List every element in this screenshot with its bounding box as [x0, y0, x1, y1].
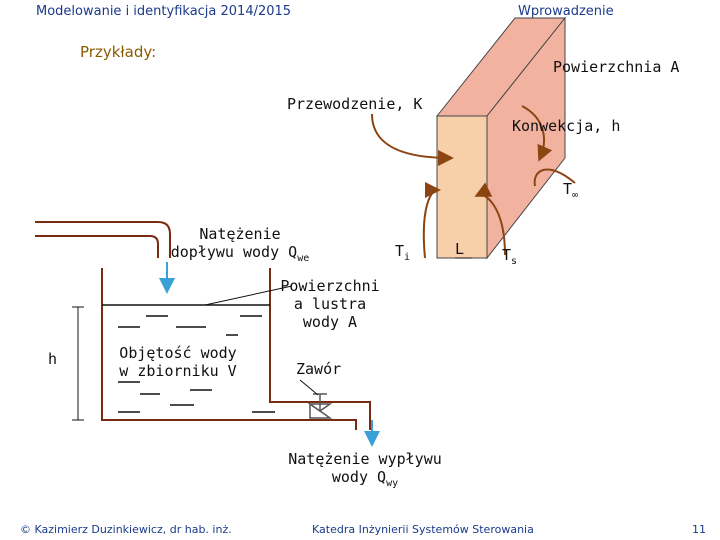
convection-label: Konwekcja, h — [512, 117, 621, 135]
volume-label: Objętość wody w zbiorniku V — [119, 344, 237, 380]
ts-label: Ts — [502, 246, 518, 267]
slide-title: Przykłady: — [80, 43, 157, 61]
inflow-label: Natężenie dopływu wody Qwe — [170, 225, 310, 264]
inflow-pipe — [35, 221, 171, 258]
header-section: Wprowadzenie — [518, 4, 614, 19]
ts-arrow — [474, 182, 506, 256]
footer-department: Katedra Inżynierii Systemów Sterowania — [312, 523, 534, 536]
footer-author: © Kazimierz Duzinkiewicz, dr hab. inż. — [20, 523, 232, 536]
water-waves — [118, 315, 275, 413]
water-surface-label: Powierzchni a lustra wody A — [280, 277, 380, 331]
header-course: Modelowanie i identyfikacja 2014/2015 — [36, 4, 292, 19]
valve-icon — [307, 393, 333, 419]
convection-arrow — [521, 105, 553, 162]
t-infinity-label: T∞ — [563, 180, 579, 201]
outflow-label: Natężenie wypływu wody Qwy — [288, 450, 442, 489]
outflow-pipe — [307, 401, 371, 430]
page-number: 11 — [692, 523, 706, 536]
valve-pointer — [299, 379, 319, 396]
ti-arrow — [422, 182, 441, 259]
conduction-label: Przewodzenie, K — [287, 95, 423, 113]
height-label: h — [48, 350, 58, 368]
ti-label: Ti — [395, 242, 411, 263]
surface-pointer — [204, 285, 293, 306]
t-infinity-arrow — [533, 168, 576, 187]
conduction-arrow — [371, 113, 454, 166]
thickness-label: L — [455, 240, 465, 258]
surface-label: Powierzchnia A — [553, 58, 680, 76]
wall-front-face — [436, 115, 488, 259]
tank-wall — [101, 268, 307, 421]
valve-label: Zawór — [296, 360, 342, 378]
inflow-pipe-inner — [35, 235, 159, 258]
